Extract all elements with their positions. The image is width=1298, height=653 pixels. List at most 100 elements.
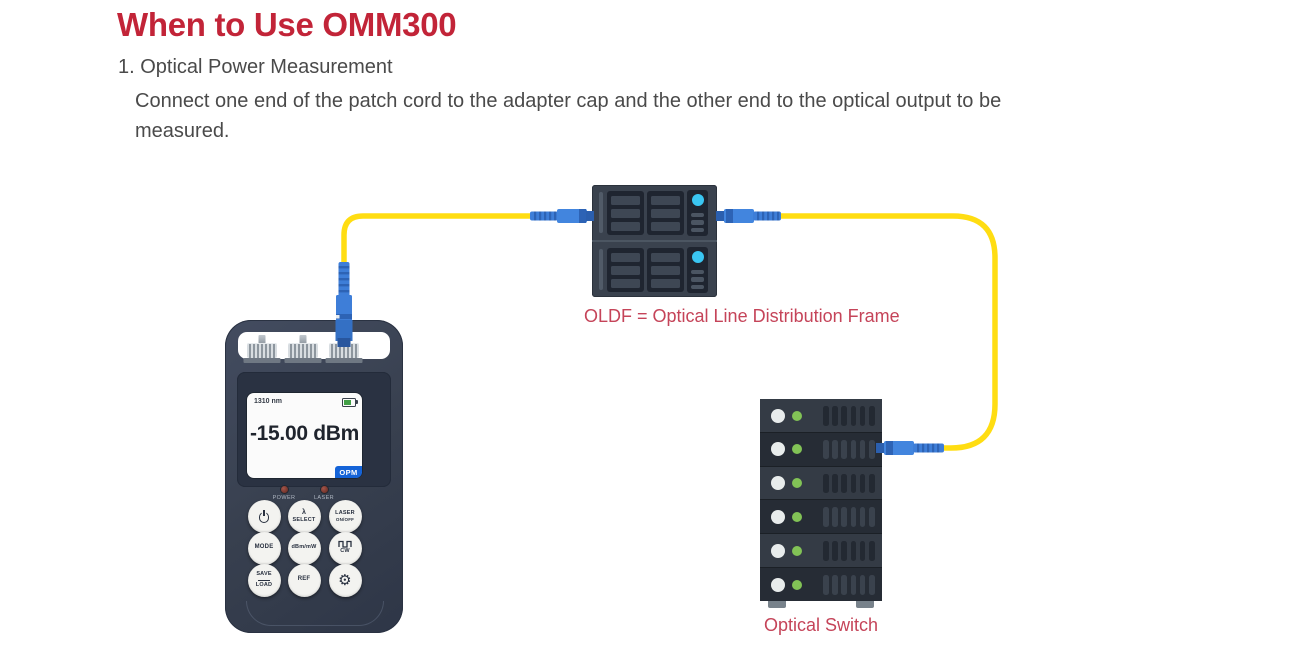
switch-vent: [859, 541, 866, 561]
oldf-slot-group: [647, 247, 684, 292]
oldf-slat: [651, 208, 680, 218]
lambda-glyph: λ: [301, 509, 307, 517]
switch-vent: [859, 575, 866, 595]
meter-button-save-load: SAVE LOAD: [247, 563, 281, 597]
oldf-slat: [651, 265, 680, 275]
white-led-icon: [771, 476, 785, 491]
oldf-status-column: [687, 246, 708, 293]
power-reading: -15.00 dBm: [249, 422, 360, 445]
green-led-icon: [791, 545, 802, 556]
fc-stem: [258, 335, 266, 346]
switch-vent: [823, 406, 829, 426]
oldf-slot-group: [647, 190, 684, 235]
fc-base: [325, 358, 363, 363]
switch-vent: [832, 507, 838, 527]
oldf-slat: [651, 195, 680, 205]
optical-switch-device: [760, 399, 882, 601]
switch-vent: [832, 541, 838, 561]
gear-icon: ⚙: [338, 570, 352, 589]
oldf-rail: [599, 249, 603, 290]
meter-screen: 1310 nm -15.00 dBm OPM: [247, 393, 362, 478]
optical-switch-label: Optical Switch: [763, 615, 879, 635]
switch-unit: [760, 567, 882, 601]
oldf-device: [592, 185, 717, 297]
switch-vent: [823, 439, 829, 460]
meter-bottom-seam: [246, 601, 384, 626]
fc-adapter-2: [284, 335, 322, 363]
switch-unit: [760, 465, 882, 500]
oldf-slat: [611, 265, 640, 275]
page-title: When to Use OMM300: [117, 6, 457, 43]
switch-vent: [850, 541, 857, 561]
fc-stem: [299, 335, 307, 346]
power-icon: [258, 510, 271, 523]
oldf-status-column: [687, 189, 708, 236]
meter-button-laser-onoff: LASER ON/OFF: [328, 500, 362, 533]
switch-vent: [823, 473, 829, 494]
oldf-mini-slat: [691, 212, 704, 217]
switch-vent: [859, 473, 866, 494]
switch-vent: [832, 406, 838, 426]
step-body: Connect one end of the patch cord to the…: [135, 90, 1002, 142]
switch-vent: [841, 541, 847, 561]
fc-adapter-1: [243, 335, 281, 363]
switch-vent: [832, 439, 838, 460]
switch-vent: [841, 473, 847, 494]
oldf-unit: [592, 185, 717, 240]
switch-vent: [869, 439, 875, 460]
switch-vent: [869, 507, 875, 527]
oldf-label: OLDF = Optical Line Distribution Frame: [584, 306, 900, 326]
oldf-rail: [599, 192, 603, 233]
oldf-slot-group: [607, 247, 644, 292]
square-wave-icon: [337, 541, 352, 549]
green-led-icon: [791, 410, 802, 421]
oldf-slat: [651, 221, 680, 231]
dbm-mw-label: dBm/mW: [291, 544, 317, 551]
oldf-mini-slat: [691, 227, 704, 232]
oldf-slat: [611, 252, 640, 262]
switch-vent: [823, 541, 829, 561]
ref-label: REF: [297, 576, 311, 583]
oldf-unit: [592, 242, 717, 297]
meter-button-mode: MODE: [247, 531, 281, 565]
fc-barrel: [288, 343, 318, 358]
laser-led-dot: [320, 486, 328, 493]
white-led-icon: [771, 543, 785, 558]
white-led-icon: [771, 408, 785, 423]
power-led-dot: [280, 486, 288, 493]
green-led-icon: [791, 511, 802, 522]
cyan-led-icon: [691, 193, 704, 206]
switch-vent: [832, 473, 838, 494]
fc-barrel: [247, 343, 277, 358]
meter-button-power: [247, 500, 281, 533]
switch-vent: [850, 406, 857, 426]
sc-connector-oldf-right: [716, 209, 781, 223]
switch-unit: [760, 499, 882, 534]
switch-vent: [823, 575, 829, 595]
switch-vent: [869, 575, 875, 595]
battery-icon: [342, 398, 358, 407]
step-heading: 1. Optical Power Measurement: [118, 56, 393, 78]
oldf-mini-slat: [691, 277, 704, 282]
white-led-icon: [771, 509, 785, 524]
fc-base: [284, 358, 322, 363]
battery-nub: [355, 400, 358, 404]
meter-button-cw: CW: [328, 531, 362, 565]
patch-cord-meter-to-oldf: [341, 213, 535, 269]
sc-connector-switch: [876, 441, 944, 455]
laser-label: LASER: [335, 510, 355, 516]
oldf-mini-slat: [691, 269, 704, 274]
switch-vent: [850, 439, 857, 460]
oldf-slat: [611, 278, 640, 288]
green-led-icon: [791, 478, 802, 489]
oldf-mini-slat: [691, 284, 704, 289]
wavelength-label: 1310 nm: [254, 398, 283, 405]
switch-vent: [850, 575, 857, 595]
switch-foot-left: [768, 601, 786, 608]
select-label: SELECT: [292, 517, 316, 524]
switch-vent: [869, 406, 875, 426]
mode-label: MODE: [254, 544, 274, 551]
laser-led-label: LASER: [313, 495, 335, 501]
oldf-slat: [651, 252, 680, 262]
sc-connector-oldf-left: [530, 209, 594, 223]
